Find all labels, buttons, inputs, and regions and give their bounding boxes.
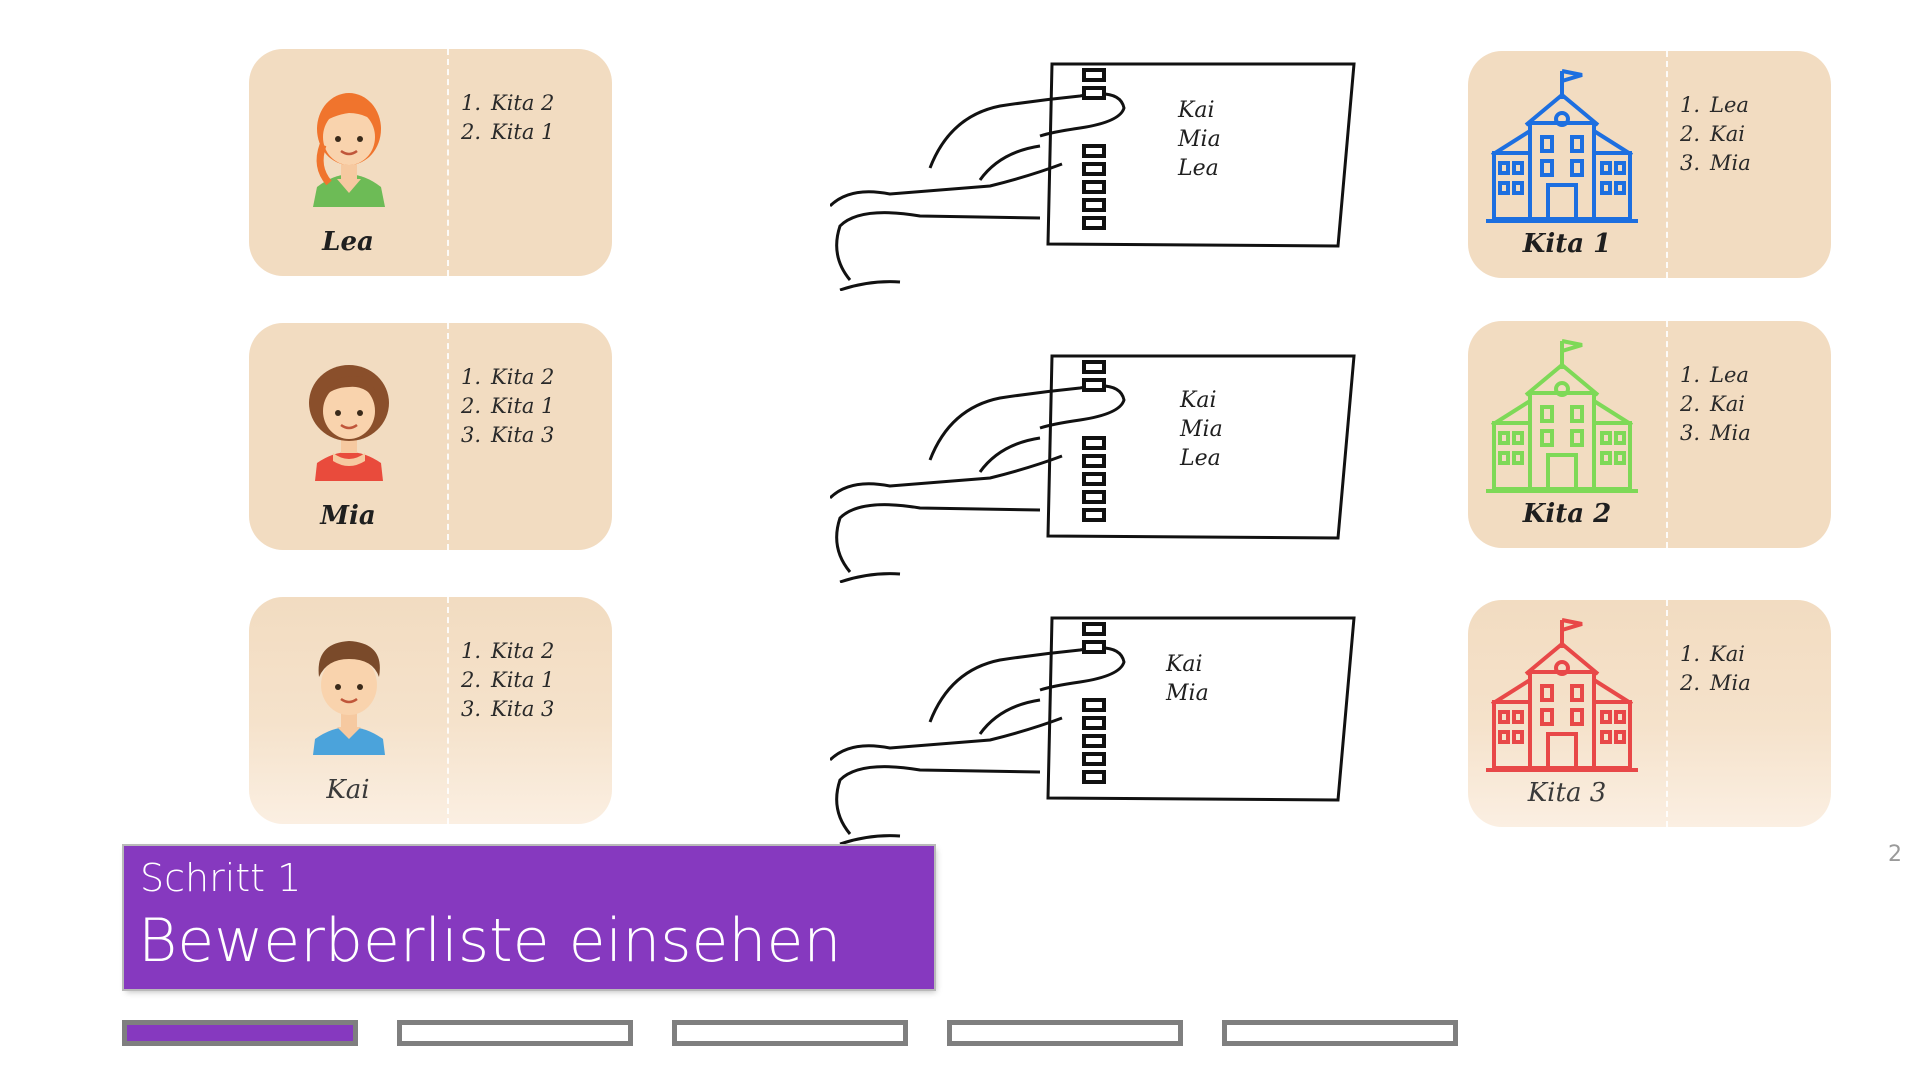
child-card-lea: Lea 1.Kita 2 2.Kita 1 (249, 49, 612, 276)
child-name: Kai (326, 775, 370, 805)
hand-holding-list-icon (830, 616, 1356, 845)
kita-name: Kita 2 (1522, 499, 1612, 529)
list-item: 2.Kai (1680, 392, 1745, 416)
list-item: Kai (1178, 98, 1215, 123)
list-item: Mia (1178, 127, 1221, 152)
hand-holding-list-icon (830, 62, 1356, 291)
step-title-box: Schritt 1 Bewerberliste einsehen (124, 846, 934, 989)
card-divider (1666, 321, 1668, 548)
applicant-list: Kai Mia (1166, 650, 1209, 708)
kita-name: Kita 3 (1527, 778, 1607, 808)
card-divider (1666, 600, 1668, 827)
child-preference-list: 1.Kita 2 2.Kita 1 3.Kita 3 (461, 363, 554, 450)
card-divider (1666, 51, 1668, 278)
applicant-list: Kai Mia Lea (1178, 96, 1221, 183)
school-building-icon (1486, 618, 1638, 772)
list-item: 3.Kita 3 (461, 423, 555, 447)
child-name: Mia (320, 501, 376, 531)
school-building-icon (1486, 69, 1638, 223)
child-preference-list: 1.Kita 2 2.Kita 1 3.Kita 3 (461, 637, 554, 724)
progress-segment[interactable] (397, 1020, 633, 1046)
child-card-kai: Kai 1.Kita 2 2.Kita 1 3.Kita 3 (249, 597, 612, 824)
step-label: Schritt 1 (140, 856, 302, 900)
kita-preference-list: 1.Lea 2.Kai 3.Mia (1680, 91, 1751, 178)
kita-preference-list: 1.Lea 2.Kai 3.Mia (1680, 361, 1751, 448)
progress-segment[interactable] (122, 1020, 358, 1046)
kita-preference-list: 1.Kai 2.Mia (1680, 640, 1751, 698)
kita-card-1: Kita 1 1.Lea 2.Kai 3.Mia (1468, 51, 1831, 278)
progress-segment[interactable] (947, 1020, 1183, 1046)
child-card-mia: Mia 1.Kita 2 2.Kita 1 3.Kita 3 (249, 323, 612, 550)
child-name: Lea (322, 227, 374, 257)
progress-segment[interactable] (1222, 1020, 1458, 1046)
list-item: 2.Kita 1 (461, 668, 555, 692)
list-item: 2.Kai (1680, 122, 1745, 146)
list-item: Kai (1166, 652, 1203, 677)
card-divider (447, 49, 449, 276)
applicant-list: Kai Mia Lea (1180, 386, 1223, 473)
list-item: Lea (1180, 446, 1221, 471)
list-item: 1.Kita 2 (461, 365, 555, 389)
girl-redhead-avatar-icon (313, 93, 385, 207)
list-item: Mia (1180, 417, 1223, 442)
list-item: 3.Mia (1680, 151, 1751, 175)
kita-card-3: Kita 3 1.Kai 2.Mia (1468, 600, 1831, 827)
school-building-icon (1486, 339, 1638, 493)
girl-brunette-avatar-icon (309, 365, 389, 481)
slide-number: 2 (1888, 842, 1902, 867)
list-item: 3.Mia (1680, 421, 1751, 445)
card-divider (447, 597, 449, 824)
list-item: Kai (1180, 388, 1217, 413)
kita-name: Kita 1 (1522, 229, 1612, 259)
list-item: 1.Kita 2 (461, 639, 555, 663)
list-item: 2.Kita 1 (461, 394, 555, 418)
list-item: Mia (1166, 681, 1209, 706)
kita-card-2: Kita 2 1.Lea 2.Kai 3.Mia (1468, 321, 1831, 548)
card-divider (447, 323, 449, 550)
list-item: 1.Kai (1680, 642, 1745, 666)
list-item: 2.Mia (1680, 671, 1751, 695)
step-heading: Bewerberliste einsehen (138, 906, 842, 976)
list-item: 1.Lea (1680, 363, 1749, 387)
boy-avatar-icon (313, 641, 385, 755)
list-item: 3.Kita 3 (461, 697, 555, 721)
list-item: Lea (1178, 156, 1219, 181)
list-item: 1.Kita 2 (461, 91, 555, 115)
progress-segment[interactable] (672, 1020, 908, 1046)
child-preference-list: 1.Kita 2 2.Kita 1 (461, 89, 554, 147)
list-item: 2.Kita 1 (461, 120, 555, 144)
list-item: 1.Lea (1680, 93, 1749, 117)
hand-holding-list-icon (830, 354, 1356, 583)
